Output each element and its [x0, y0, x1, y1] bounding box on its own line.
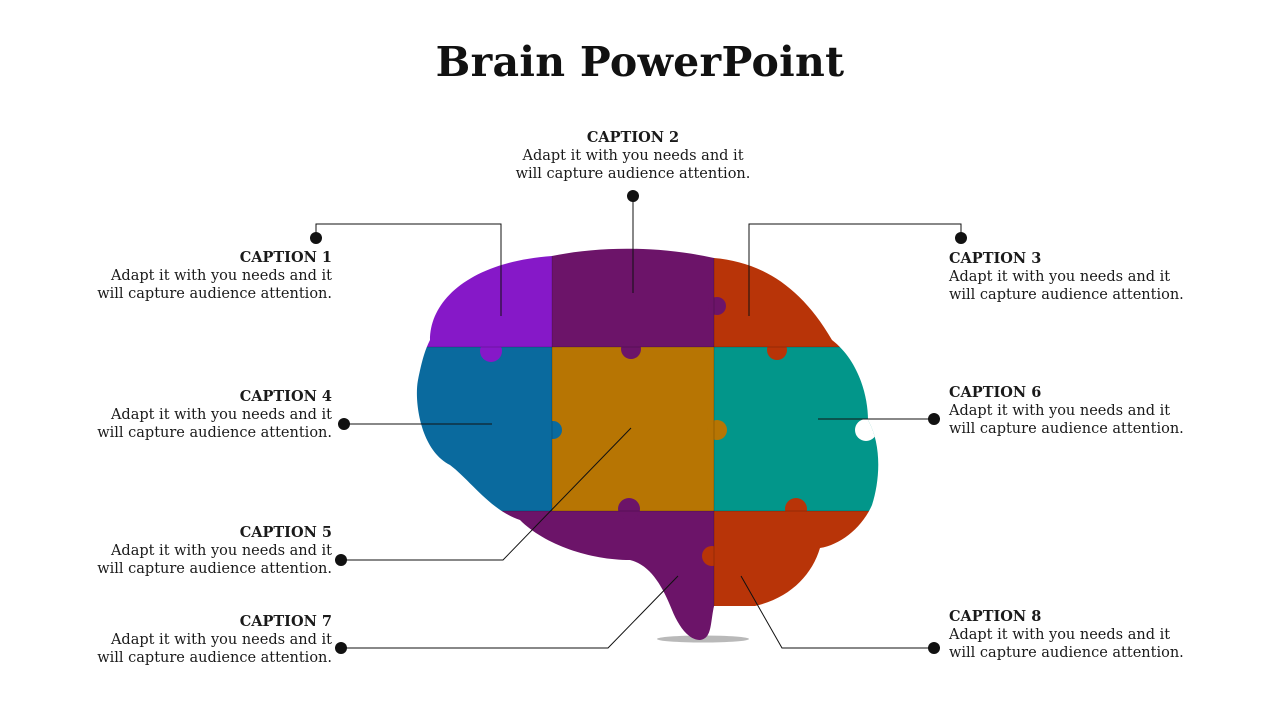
knob: [702, 546, 722, 566]
caption-1-heading: CAPTION 1: [239, 249, 332, 266]
caption-4: CAPTION 4 Adapt it with you needs and it…: [96, 388, 332, 442]
caption-6-text: Adapt it with you needs and it will capt…: [949, 403, 1184, 437]
dot-caption-3: [955, 232, 967, 244]
dot-caption-6: [928, 413, 940, 425]
caption-7: CAPTION 7 Adapt it with you needs and it…: [96, 613, 332, 667]
caption-6-heading: CAPTION 6: [949, 384, 1042, 401]
puzzle-pieces: [416, 248, 879, 641]
piece-middle-right: [714, 347, 879, 511]
caption-5: CAPTION 5 Adapt it with you needs and it…: [96, 524, 332, 578]
connector-8: [740, 575, 934, 649]
piece-bottom-right: [714, 511, 879, 641]
knob: [785, 498, 807, 520]
caption-1: CAPTION 1 Adapt it with you needs and it…: [96, 249, 332, 303]
knob: [618, 498, 640, 520]
caption-3-heading: CAPTION 3: [949, 250, 1042, 267]
caption-2-text: Adapt it with you needs and it will capt…: [515, 148, 751, 182]
piece-top-right: [714, 248, 879, 347]
caption-8-text: Adapt it with you needs and it will capt…: [949, 627, 1184, 661]
caption-2-heading: CAPTION 2: [586, 129, 680, 146]
dot-caption-4: [338, 418, 350, 430]
caption-4-heading: CAPTION 4: [239, 388, 332, 405]
knob: [480, 340, 502, 362]
caption-2: CAPTION 2 Adapt it with you needs and it…: [513, 129, 753, 183]
puzzle-seams: [416, 248, 879, 641]
connector-lines: [315, 196, 962, 649]
piece-middle-left: [416, 347, 552, 511]
caption-7-text: Adapt it with you needs and it will capt…: [97, 632, 332, 666]
piece-bottom-left: [416, 511, 714, 641]
connector-5: [341, 427, 632, 561]
knob: [544, 421, 562, 439]
caption-7-heading: CAPTION 7: [239, 613, 332, 630]
caption-3: CAPTION 3 Adapt it with you needs and it…: [949, 250, 1189, 304]
knob: [855, 419, 877, 441]
knob: [621, 339, 641, 359]
caption-3-text: Adapt it with you needs and it will capt…: [949, 269, 1184, 303]
dot-caption-5: [335, 554, 347, 566]
dot-caption-7: [335, 642, 347, 654]
caption-8-heading: CAPTION 8: [949, 608, 1042, 625]
piece-top-left: [416, 248, 552, 347]
caption-1-text: Adapt it with you needs and it will capt…: [97, 268, 332, 302]
connector-3: [748, 223, 962, 316]
caption-6: CAPTION 6 Adapt it with you needs and it…: [949, 384, 1189, 438]
connector-1: [315, 223, 502, 316]
connector-7: [341, 575, 679, 649]
caption-8: CAPTION 8 Adapt it with you needs and it…: [949, 608, 1189, 662]
dot-caption-1: [310, 232, 322, 244]
dot-caption-2: [627, 190, 639, 202]
dot-caption-8: [928, 642, 940, 654]
knob: [767, 340, 787, 360]
connector-dots: [310, 190, 967, 654]
knob: [708, 297, 726, 315]
knob: [707, 420, 727, 440]
caption-5-text: Adapt it with you needs and it will capt…: [97, 543, 332, 577]
caption-5-heading: CAPTION 5: [239, 524, 332, 541]
slide-title: Brain PowerPoint: [435, 38, 845, 86]
piece-center: [552, 347, 714, 511]
caption-4-text: Adapt it with you needs and it will capt…: [97, 407, 332, 441]
